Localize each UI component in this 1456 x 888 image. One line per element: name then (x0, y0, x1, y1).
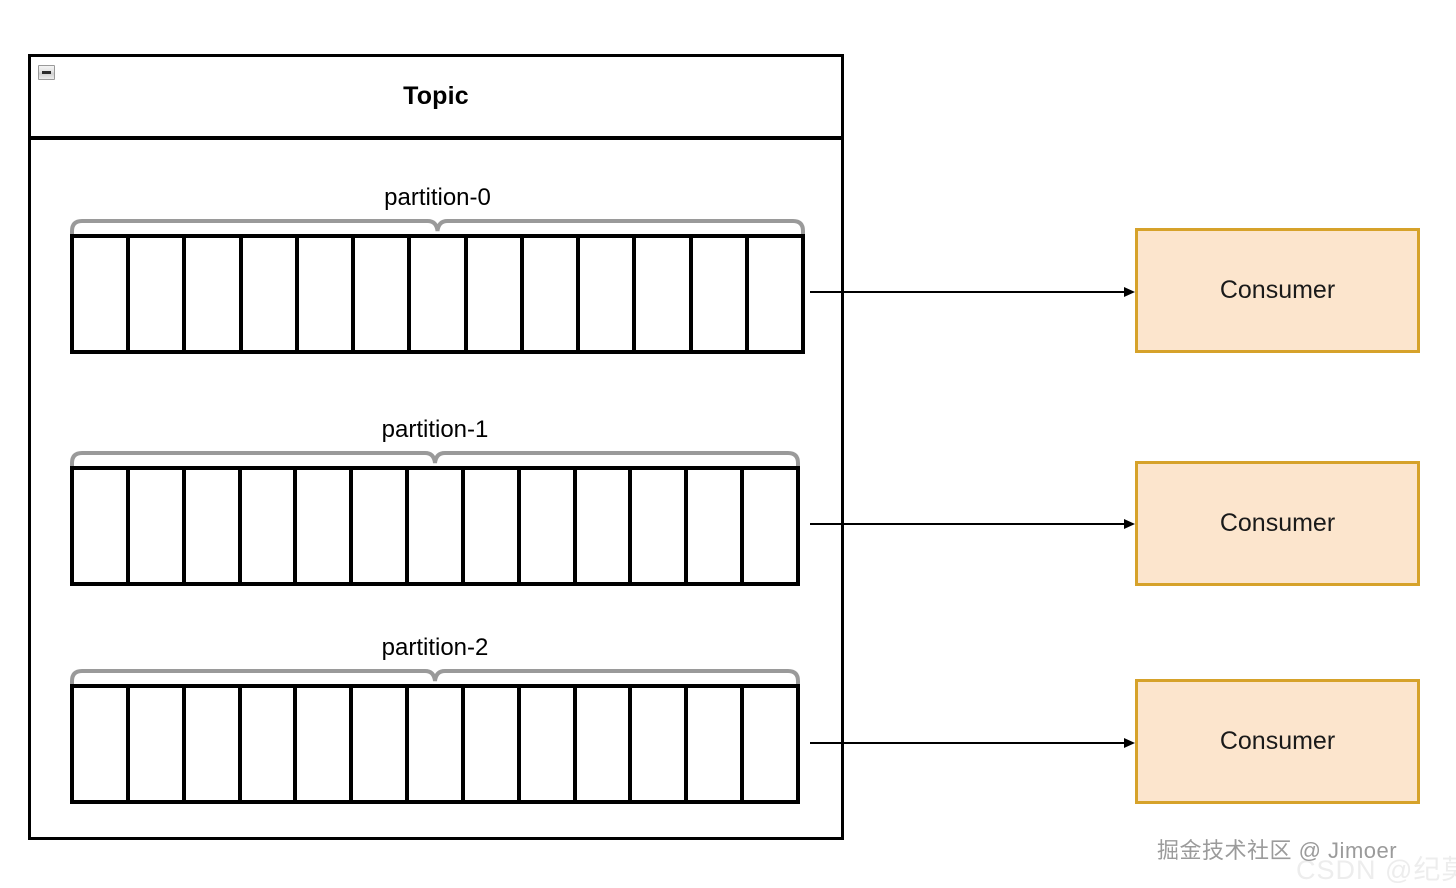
partition-cell (632, 688, 689, 800)
partition-cell (299, 238, 356, 350)
arrow-partition-2-to-consumer-3 (810, 737, 1135, 749)
partition-label: partition-1 (381, 416, 489, 443)
partition-cell (242, 688, 298, 800)
partition-brace (70, 450, 800, 474)
partition-cell (130, 470, 186, 582)
topic-title: Topic (403, 82, 469, 110)
partition-cell-row (70, 684, 800, 804)
partition-cell (749, 238, 801, 350)
consumer-label: Consumer (1219, 276, 1336, 304)
partition-cell (577, 470, 633, 582)
partition-label: partition-0 (384, 184, 491, 211)
partition-cell (130, 688, 186, 800)
arrow-partition-0-to-consumer-1 (810, 286, 1135, 298)
partition-cell (353, 470, 410, 582)
partition-cell (186, 470, 242, 582)
partition-cell (744, 470, 796, 582)
topic-header: Topic (31, 57, 841, 140)
partition-cell (186, 238, 243, 350)
partition-cell (636, 238, 693, 350)
partition-cell (521, 688, 577, 800)
partition-cell (468, 238, 524, 350)
partition-cell (580, 238, 637, 350)
partition-cell-row (70, 466, 800, 586)
partition-label: partition-2 (381, 634, 489, 661)
partition-brace (70, 668, 800, 692)
minus-glyph (42, 71, 51, 74)
collapse-minus-icon[interactable] (38, 65, 55, 80)
partition-cell (632, 470, 689, 582)
partition-cell (521, 470, 577, 582)
partition-cell (130, 238, 187, 350)
watermark-juejin: 掘金技术社区 @ Jimoer (1157, 838, 1398, 863)
partition-cell (577, 688, 633, 800)
consumer-box[interactable]: Consumer (1135, 228, 1420, 353)
partition-cell (465, 470, 521, 582)
topic-container: Topic partition-0 partition-1 partition-2 (28, 54, 844, 840)
partition-cell (409, 688, 465, 800)
partition-cell (74, 470, 130, 582)
partition-cell (524, 238, 581, 350)
partition-brace (70, 218, 805, 242)
consumer-label: Consumer (1219, 727, 1336, 755)
partition-cell (688, 470, 745, 582)
partition-cell (688, 688, 745, 800)
arrow-partition-1-to-consumer-2 (810, 518, 1135, 530)
partition-cell (744, 688, 796, 800)
consumer-box[interactable]: Consumer (1135, 461, 1420, 586)
partition-cell (242, 470, 298, 582)
partition-cell (74, 238, 131, 350)
partition-cell (465, 688, 521, 800)
partition-cell (355, 238, 412, 350)
partition-cell (297, 470, 354, 582)
partition-cell (243, 238, 299, 350)
partition-cell (409, 470, 465, 582)
partition-cell (353, 688, 410, 800)
partition-cell-row (70, 234, 805, 354)
consumer-box[interactable]: Consumer (1135, 679, 1420, 804)
consumer-label: Consumer (1219, 509, 1336, 537)
partition-cell (411, 238, 468, 350)
partition-cell (297, 688, 354, 800)
watermark-csdn: CSDN @纪莫 (1296, 855, 1456, 885)
partition-cell (186, 688, 242, 800)
partition-cell (693, 238, 749, 350)
partition-cell (74, 688, 130, 800)
